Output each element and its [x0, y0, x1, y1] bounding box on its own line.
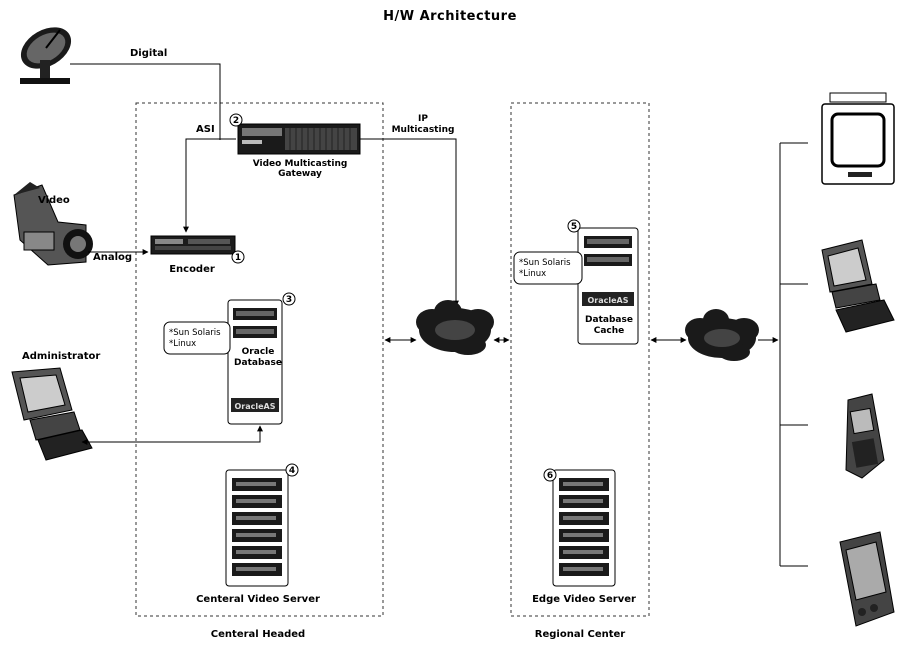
video-label: Video [38, 195, 70, 206]
regional-center-region [510, 102, 650, 617]
oracle-database-server [227, 299, 283, 425]
network-cloud-icon [416, 300, 494, 355]
encoder-device [150, 235, 236, 255]
svg-text:*Sun Solaris: *Sun Solaris [519, 258, 571, 268]
diagram-title: H/W Architecture [383, 9, 517, 24]
encoder-badge [231, 250, 245, 264]
svg-text:6: 6 [547, 471, 553, 481]
digital-label: Digital [130, 48, 167, 59]
central-headed-region [135, 102, 384, 617]
admin-link [81, 425, 263, 445]
central-video-server-label: Centeral Video Server [196, 594, 320, 605]
video-camera-icon [13, 182, 93, 266]
edge-server-badge [543, 468, 557, 482]
oracle-label-line1: Oracle [242, 347, 275, 357]
asi-link [183, 138, 236, 233]
pc-client-icon [821, 239, 895, 333]
central-video-server-rack [225, 469, 289, 587]
os-note-central [163, 321, 231, 355]
svg-text:5: 5 [571, 222, 577, 232]
central-headed-label: Centeral Headed [211, 629, 305, 640]
svg-text:3: 3 [286, 295, 292, 305]
digital-link [70, 63, 221, 140]
svg-text:4: 4 [289, 466, 295, 476]
ip-label-line1: IP [418, 114, 428, 124]
database-cache-server [577, 227, 639, 345]
oracle-db-badge [282, 292, 296, 306]
oracle-as-label-regional: OracleAS [587, 296, 628, 305]
gateway-label-line2: Gateway [278, 169, 322, 179]
svg-text:*Linux: *Linux [169, 339, 196, 349]
edge-video-server-label: Edge Video Server [532, 594, 636, 605]
svg-text:*Sun Solaris: *Sun Solaris [169, 328, 221, 338]
tv-client-icon [821, 92, 895, 185]
mobile-phone-client-icon [845, 393, 885, 479]
edge-video-server-rack [552, 469, 616, 587]
administrator-label: Administrator [22, 351, 100, 362]
satellite-dish-icon [20, 27, 72, 84]
db-cache-badge [567, 219, 581, 233]
administrator-pc-icon [11, 367, 93, 461]
central-server-badge [285, 463, 299, 477]
svg-text:2: 2 [233, 116, 239, 126]
os-note-regional [513, 251, 583, 285]
gateway-label-line1: Video Multicasting [253, 159, 348, 169]
svg-text:1: 1 [235, 253, 241, 263]
analog-label: Analog [93, 252, 132, 263]
oracle-label-line2: Database [234, 358, 282, 368]
ip-label-line2: Multicasting [392, 125, 455, 135]
svg-text:*Linux: *Linux [519, 269, 546, 279]
multicasting-gateway-device [237, 123, 361, 155]
encoder-label: Encoder [169, 264, 215, 275]
db-cache-label-line1: Database [585, 315, 633, 325]
gateway-badge [229, 113, 243, 127]
ip-multicasting-link [360, 138, 459, 307]
db-cache-label-line2: Cache [594, 326, 625, 336]
network-cloud-icon-2 [685, 309, 759, 361]
pda-client-icon [839, 531, 895, 627]
asi-label: ASI [196, 124, 215, 135]
oracle-as-label-central: OracleAS [234, 402, 275, 411]
regional-center-label: Regional Center [535, 629, 626, 640]
